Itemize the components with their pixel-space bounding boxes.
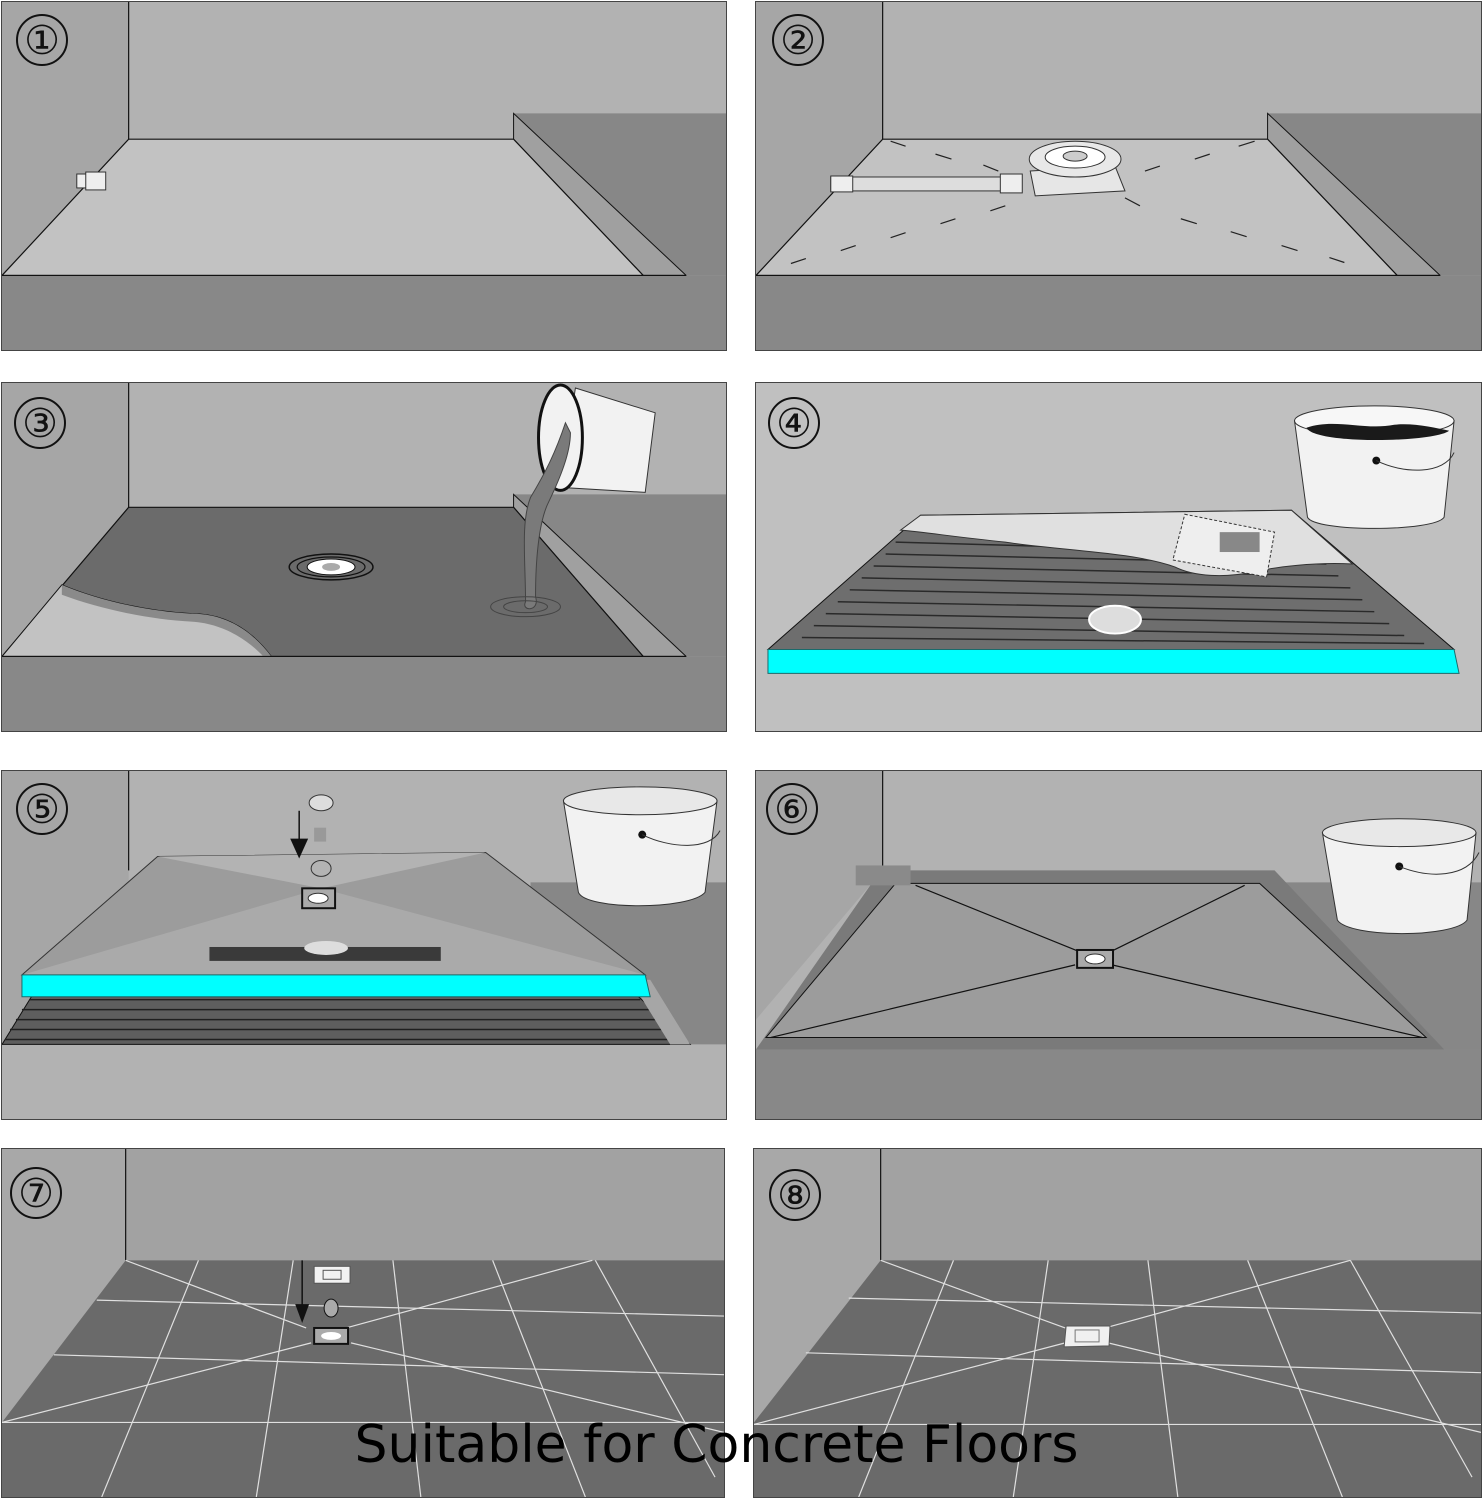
- figure-caption: Suitable for Concrete Floors: [354, 1415, 1079, 1475]
- tile-grout-lines: [754, 1259, 1481, 1497]
- step-number-badge: ⑧: [769, 1169, 821, 1221]
- bucket-icon: [1293, 405, 1455, 529]
- slope-marks: [790, 140, 1345, 265]
- step-4-illustration: [756, 383, 1481, 731]
- step-5-panel: ⑤: [1, 770, 727, 1120]
- drain-body-icon: [830, 140, 1126, 197]
- step-3-illustration: [2, 383, 726, 731]
- step-number-badge: ③: [14, 397, 66, 449]
- step-6-illustration: [756, 771, 1481, 1119]
- step-7-panel: ⑦: [1, 1148, 725, 1498]
- seam-lines: [770, 884, 1423, 1039]
- step-number-badge: ④: [768, 397, 820, 449]
- step-1-panel: ①: [1, 1, 727, 351]
- step-2-panel: ②: [755, 1, 1482, 351]
- trap-icon: [323, 1298, 339, 1318]
- step-4-panel: ④: [755, 382, 1482, 732]
- drain-outlet-icon: [288, 553, 374, 581]
- drain-components-icon: [308, 794, 334, 877]
- bucket-pouring-icon: [490, 383, 656, 618]
- step-number-badge: ⑤: [16, 783, 68, 835]
- down-arrow-icon: [290, 810, 309, 859]
- step-8-panel: ⑧: [753, 1148, 1482, 1498]
- step-2-illustration: [756, 2, 1481, 350]
- step-number-badge: ⑦: [10, 1167, 62, 1219]
- step-5-illustration: [2, 771, 726, 1119]
- notched-trowel-icon: [1172, 513, 1276, 578]
- bucket-icon: [562, 786, 721, 907]
- step-number-badge: ②: [772, 14, 824, 66]
- tile-grout-lines: [2, 1259, 724, 1497]
- step-number-badge: ⑥: [766, 783, 818, 835]
- down-arrow-icon: [295, 1260, 310, 1323]
- step-6-panel: ⑥: [755, 770, 1482, 1120]
- step-number-badge: ①: [16, 14, 68, 66]
- drain-grate-icon: [1063, 1325, 1111, 1348]
- step-3-panel: ③: [1, 382, 727, 732]
- grate-icon: [313, 1265, 351, 1284]
- step-8-illustration: [754, 1149, 1481, 1497]
- shower-board: [20, 852, 651, 998]
- pipe-stub-icon: [76, 171, 107, 191]
- step-7-illustration: [2, 1149, 724, 1497]
- bucket-icon: [1321, 818, 1480, 934]
- step-1-illustration: [2, 2, 726, 350]
